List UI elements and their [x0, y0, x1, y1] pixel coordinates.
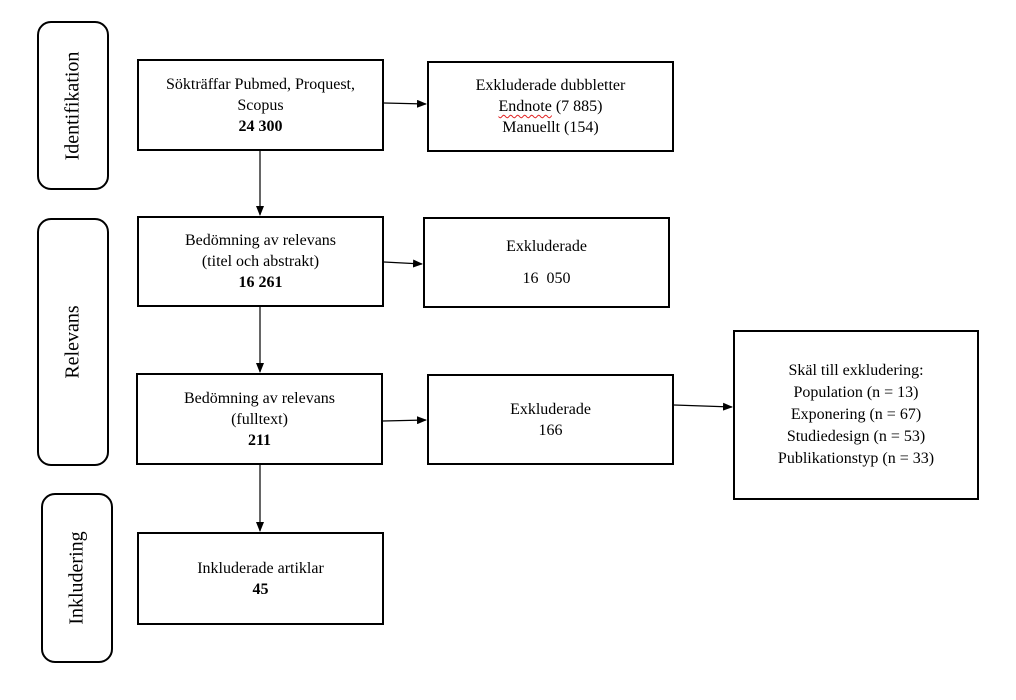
- box-included: Inkluderade artiklar 45: [137, 532, 384, 625]
- arrow-search-to-duplicates: [383, 99, 427, 108]
- exclusion-reason-exposure: Exponering (n = 67): [790, 406, 922, 423]
- box-exclusion-reasons: Skäl till exkludering: Population (n = 1…: [733, 330, 979, 500]
- excluded-abstract-count: 16 050: [522, 270, 571, 287]
- arrow-excluded-to-reasons: [673, 402, 733, 411]
- duplicates-title: Exkluderade dubbletter: [475, 77, 626, 94]
- box-excluded-abstract: Exkluderade 16 050: [423, 217, 670, 308]
- search-hits-count: 24 300: [238, 117, 283, 135]
- excluded-fulltext-count: 166: [538, 421, 563, 439]
- excluded-abstract-title: Exkluderade: [506, 238, 587, 255]
- arrow-fulltext-to-excluded: [382, 416, 427, 425]
- relevance-abstract-line-2: (titel och abstrakt): [201, 253, 320, 270]
- arrow-relevance-to-excluded: [383, 259, 423, 268]
- exclusion-reason-population: Population (n = 13): [793, 384, 919, 401]
- box-relevance-abstract: Bedömning av relevans (titel och abstrak…: [137, 216, 384, 307]
- included-count: 45: [252, 580, 269, 598]
- exclusion-reasons-title: Skäl till exkludering:: [788, 362, 924, 379]
- duplicates-endnote-label: Endnote: [498, 98, 552, 115]
- search-hits-line-1: Sökträffar Pubmed, Proquest,: [165, 75, 355, 93]
- stage-relevance: Relevans: [37, 218, 109, 466]
- duplicates-endnote: Endnote (7 885): [499, 96, 603, 117]
- stage-inclusion: Inkludering: [41, 493, 113, 663]
- relevance-fulltext-count: 211: [247, 431, 272, 449]
- relevance-abstract-line-1: Bedömning av relevans: [184, 232, 337, 249]
- relevance-fulltext-line-1: Bedömning av relevans: [183, 389, 336, 407]
- duplicates-manual: Manuellt (154): [502, 119, 599, 136]
- included-title: Inkluderade artiklar: [197, 559, 324, 577]
- excluded-fulltext-title: Exkluderade: [510, 400, 591, 418]
- exclusion-reason-publication-type: Publikationstyp (n = 33): [777, 450, 935, 467]
- relevance-fulltext-line-2: (fulltext): [231, 410, 288, 428]
- box-relevance-fulltext: Bedömning av relevans (fulltext) 211: [136, 373, 383, 465]
- relevance-abstract-count: 16 261: [238, 274, 283, 291]
- exclusion-reason-study-design: Studiedesign (n = 53): [786, 428, 926, 445]
- box-excluded-fulltext: Exkluderade 166: [427, 374, 674, 465]
- search-hits-line-2: Scopus: [237, 96, 284, 114]
- box-search-hits: Sökträffar Pubmed, Proquest, Scopus 24 3…: [137, 59, 384, 151]
- stage-identification: Identifikation: [37, 21, 109, 190]
- duplicates-endnote-value: (7 885): [555, 98, 603, 115]
- box-duplicates: Exkluderade dubbletter Endnote (7 885) M…: [427, 61, 674, 152]
